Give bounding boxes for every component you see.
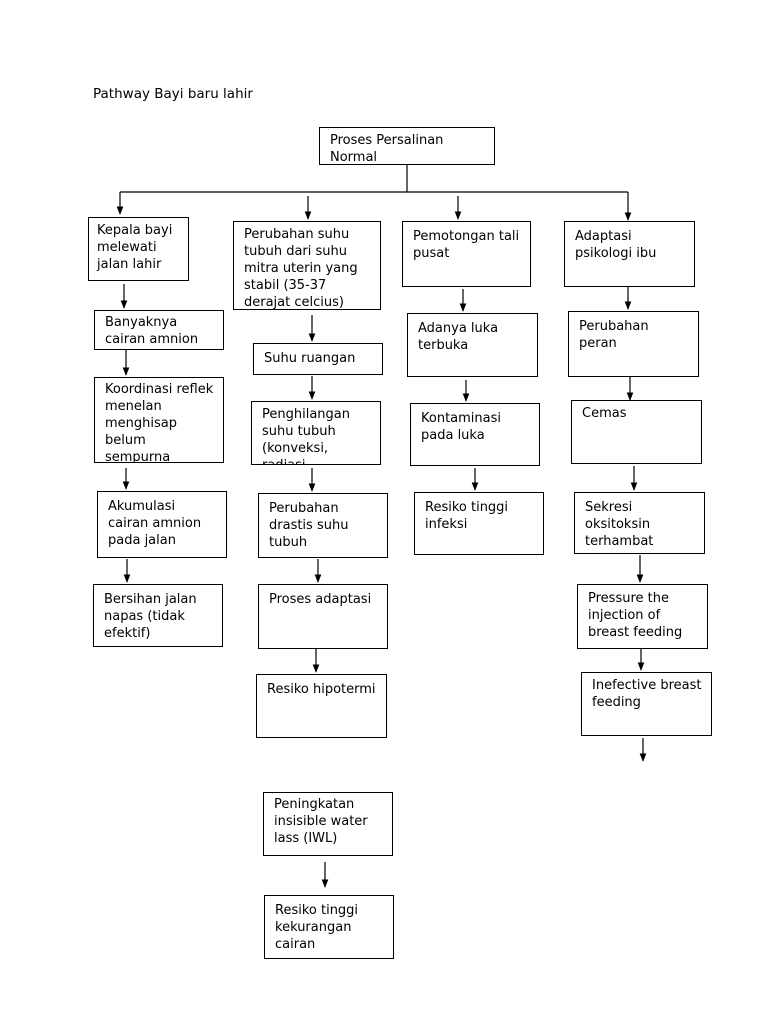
node-sekresi-oksitoksin: Sekresi oksitoksin terhambat [574, 492, 705, 554]
node-peningkatan-iwl: Peningkatan insisible water lass (IWL) [263, 792, 393, 856]
diagram-title: Pathway Bayi baru lahir [93, 86, 253, 102]
node-suhu-ruangan: Suhu ruangan [253, 343, 383, 375]
node-perubahan-peran: Perubahan peran [568, 311, 699, 377]
node-kontaminasi-pada-luka: Kontaminasi pada luka [410, 403, 540, 466]
node-adaptasi-psikologi-ibu: Adaptasi psikologi ibu [564, 221, 695, 287]
node-pressure-injection: Pressure the injection of breast feeding [577, 584, 708, 649]
node-penghilangan-suhu-tubuh: Penghilangan suhu tubuh (konveksi, radia… [251, 401, 381, 465]
node-akumulasi-cairan: Akumulasi cairan amnion pada jalan [97, 491, 227, 558]
node-banyaknya-cairan-amnion: Banyaknya cairan amnion tertelan [94, 310, 224, 350]
node-resiko-hipotermi: Resiko hipotermi [256, 674, 387, 738]
node-kepala-bayi: Kepala bayi melewati jalan lahir [88, 217, 189, 281]
node-proses-adaptasi: Proses adaptasi [258, 584, 388, 649]
node-pemotongan-tali-pusat: Pemotongan tali pusat [402, 221, 531, 287]
node-koordinasi-reflek: Koordinasi reflek menelan menghisap belu… [94, 377, 224, 463]
node-bersihan-jalan-napas: Bersihan jalan napas (tidak efektif) [93, 584, 223, 647]
node-adanya-luka-terbuka: Adanya luka terbuka [407, 313, 538, 377]
node-perubahan-suhu-tubuh: Perubahan suhu tubuh dari suhu mitra ute… [233, 221, 381, 310]
node-cemas: Cemas [571, 400, 702, 464]
node-proses-persalinan-normal: Proses Persalinan Normal [319, 127, 495, 165]
node-perubahan-drastis-suhu: Perubahan drastis suhu tubuh [258, 493, 388, 558]
node-resiko-kekurangan-cairan: Resiko tinggi kekurangan cairan [264, 895, 394, 959]
node-inefective-breast-feeding: Inefective breast feeding [581, 672, 712, 736]
node-resiko-tinggi-infeksi: Resiko tinggi infeksi [414, 492, 544, 555]
